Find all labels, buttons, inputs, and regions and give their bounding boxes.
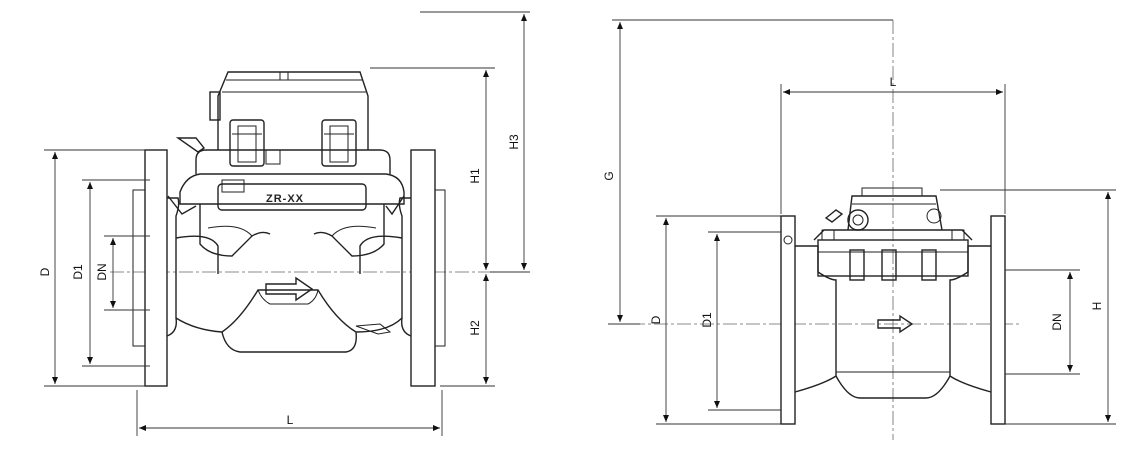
right-label-L: L	[890, 75, 897, 89]
left-outlet-flange	[410, 149, 436, 387]
right-inlet-flange	[780, 215, 796, 425]
left-label-H3: H3	[507, 134, 521, 150]
right-label-D1: D1	[700, 312, 714, 328]
right-meter-drawing: G L D D1 DN H	[602, 19, 1116, 440]
left-label-D1: D1	[71, 264, 85, 280]
left-label-H2: H2	[468, 320, 482, 336]
right-outlet-flange	[990, 215, 1006, 425]
left-label-DN: DN	[95, 263, 109, 280]
right-label-DN: DN	[1050, 313, 1064, 330]
right-label-H: H	[1090, 302, 1104, 311]
right-label-G: G	[602, 171, 616, 180]
left-label-L: L	[287, 413, 294, 427]
right-label-D: D	[649, 315, 663, 324]
left-inlet-flange	[144, 149, 168, 387]
left-label-D: D	[38, 267, 52, 276]
left-label-H1: H1	[468, 168, 482, 184]
register-bolts	[229, 119, 357, 167]
model-tag: ZR-XX	[266, 193, 304, 205]
left-meter-drawing: ZR-XX D D	[38, 11, 530, 436]
